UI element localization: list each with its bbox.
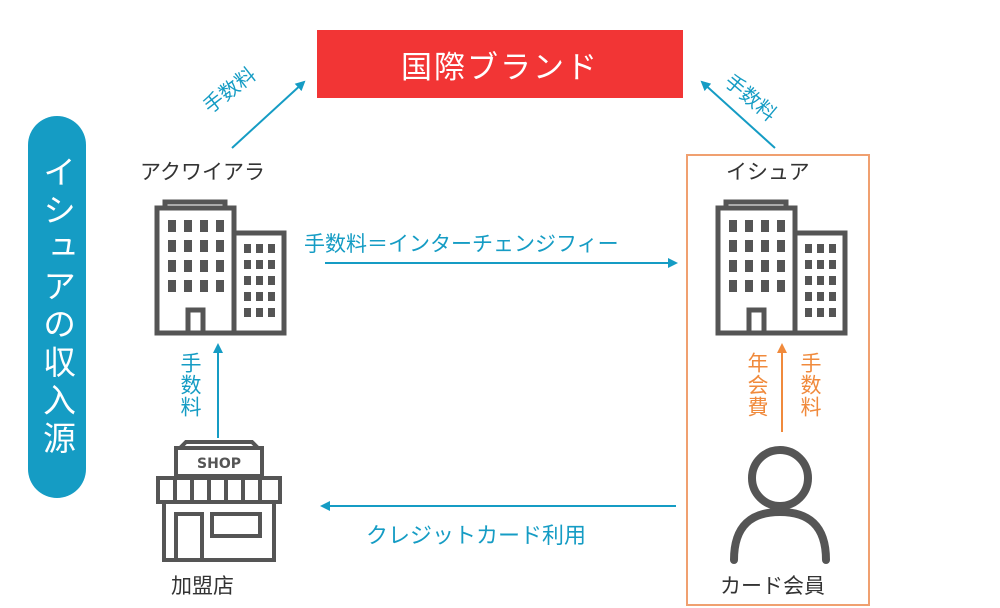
cardholder-label: カード会員 xyxy=(720,574,825,598)
interchange-fee-label: 手数料＝インターチェンジフィー xyxy=(304,232,619,256)
issuer-building-icon xyxy=(715,199,848,336)
arrow-acquirer-to-brand xyxy=(231,80,306,149)
issuer-windows xyxy=(729,220,836,317)
acquirer-windows xyxy=(168,220,275,317)
merchant-fee-label: 手数料 xyxy=(178,352,202,418)
issuer-highlight-frame xyxy=(686,154,870,606)
brand-box: 国際ブランド xyxy=(317,30,683,98)
acquirer-label: アクワイアラ xyxy=(140,160,265,184)
shop-sign-text: SHOP xyxy=(197,456,241,472)
cardholder-person-icon xyxy=(730,446,830,564)
issuer-label: イシュア xyxy=(726,160,810,184)
acquirer-building-icon xyxy=(154,199,287,336)
cardholder-fee-label: 手数料 xyxy=(798,352,822,418)
income-source-label: イシュアの収入源 xyxy=(37,155,77,459)
card-usage-label: クレジットカード利用 xyxy=(366,524,587,549)
merchant-label: 加盟店 xyxy=(171,574,234,598)
annual-fee-label: 年会費 xyxy=(745,352,769,418)
shop-icon xyxy=(156,440,282,562)
income-source-pill: イシュアの収入源 xyxy=(28,116,86,498)
arrow-issuer-to-brand xyxy=(700,80,776,149)
